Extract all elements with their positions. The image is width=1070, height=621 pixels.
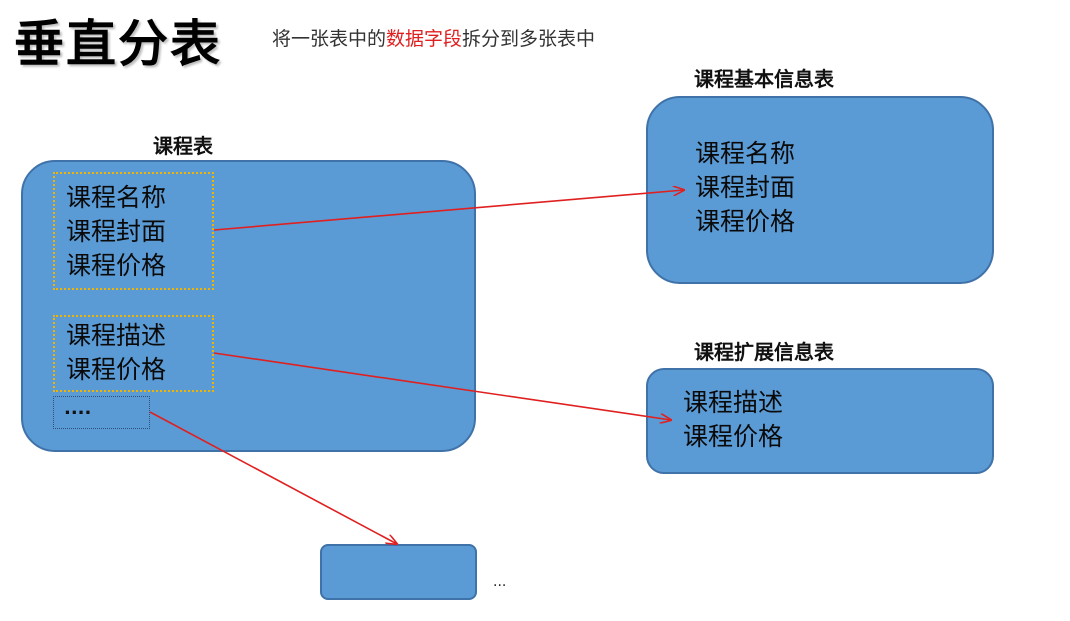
page-title: 垂直分表 — [14, 14, 222, 73]
source-field: 课程名称 — [66, 183, 167, 212]
arrow-to-basic-table — [213, 190, 684, 231]
subtitle-suffix: 拆分到多张表中 — [462, 28, 596, 50]
extended-field: 课程描述 — [683, 388, 784, 417]
source-field: 课程价格 — [66, 355, 167, 384]
arrow-to-other-table — [149, 411, 397, 544]
arrow-to-extended-table — [213, 352, 671, 420]
subtitle-prefix: 将一张表中的 — [272, 28, 387, 50]
source-field: 课程价格 — [66, 251, 167, 280]
other-table-ellipsis: ... — [493, 574, 507, 590]
subtitle: 将一张表中的数据字段拆分到多张表中 — [272, 24, 595, 51]
extended-field: 课程价格 — [683, 422, 784, 451]
basic-field: 课程名称 — [695, 139, 796, 168]
source-more-outline — [53, 396, 150, 429]
extended-table-label: 课程扩展信息表 — [694, 340, 834, 364]
basic-table-fields: 课程名称 课程封面 课程价格 — [695, 137, 795, 239]
subtitle-highlight: 数据字段 — [386, 28, 463, 50]
basic-field: 课程价格 — [695, 207, 796, 236]
source-table-box — [21, 160, 476, 452]
source-group-2-outline — [53, 315, 214, 392]
source-field: 课程描述 — [66, 321, 167, 350]
basic-table-box — [646, 96, 994, 284]
extended-table-fields: 课程描述 课程价格 — [683, 386, 783, 454]
source-more: .... — [64, 398, 92, 419]
extended-table-box — [646, 368, 994, 474]
source-group-1-outline — [53, 172, 214, 290]
source-group-1: 课程名称 课程封面 课程价格 — [66, 181, 166, 283]
basic-field: 课程封面 — [695, 173, 796, 202]
source-field: 课程封面 — [66, 217, 167, 246]
basic-table-label: 课程基本信息表 — [694, 67, 834, 91]
source-table-label: 课程表 — [153, 134, 213, 158]
source-group-2: 课程描述 课程价格 — [66, 319, 166, 387]
